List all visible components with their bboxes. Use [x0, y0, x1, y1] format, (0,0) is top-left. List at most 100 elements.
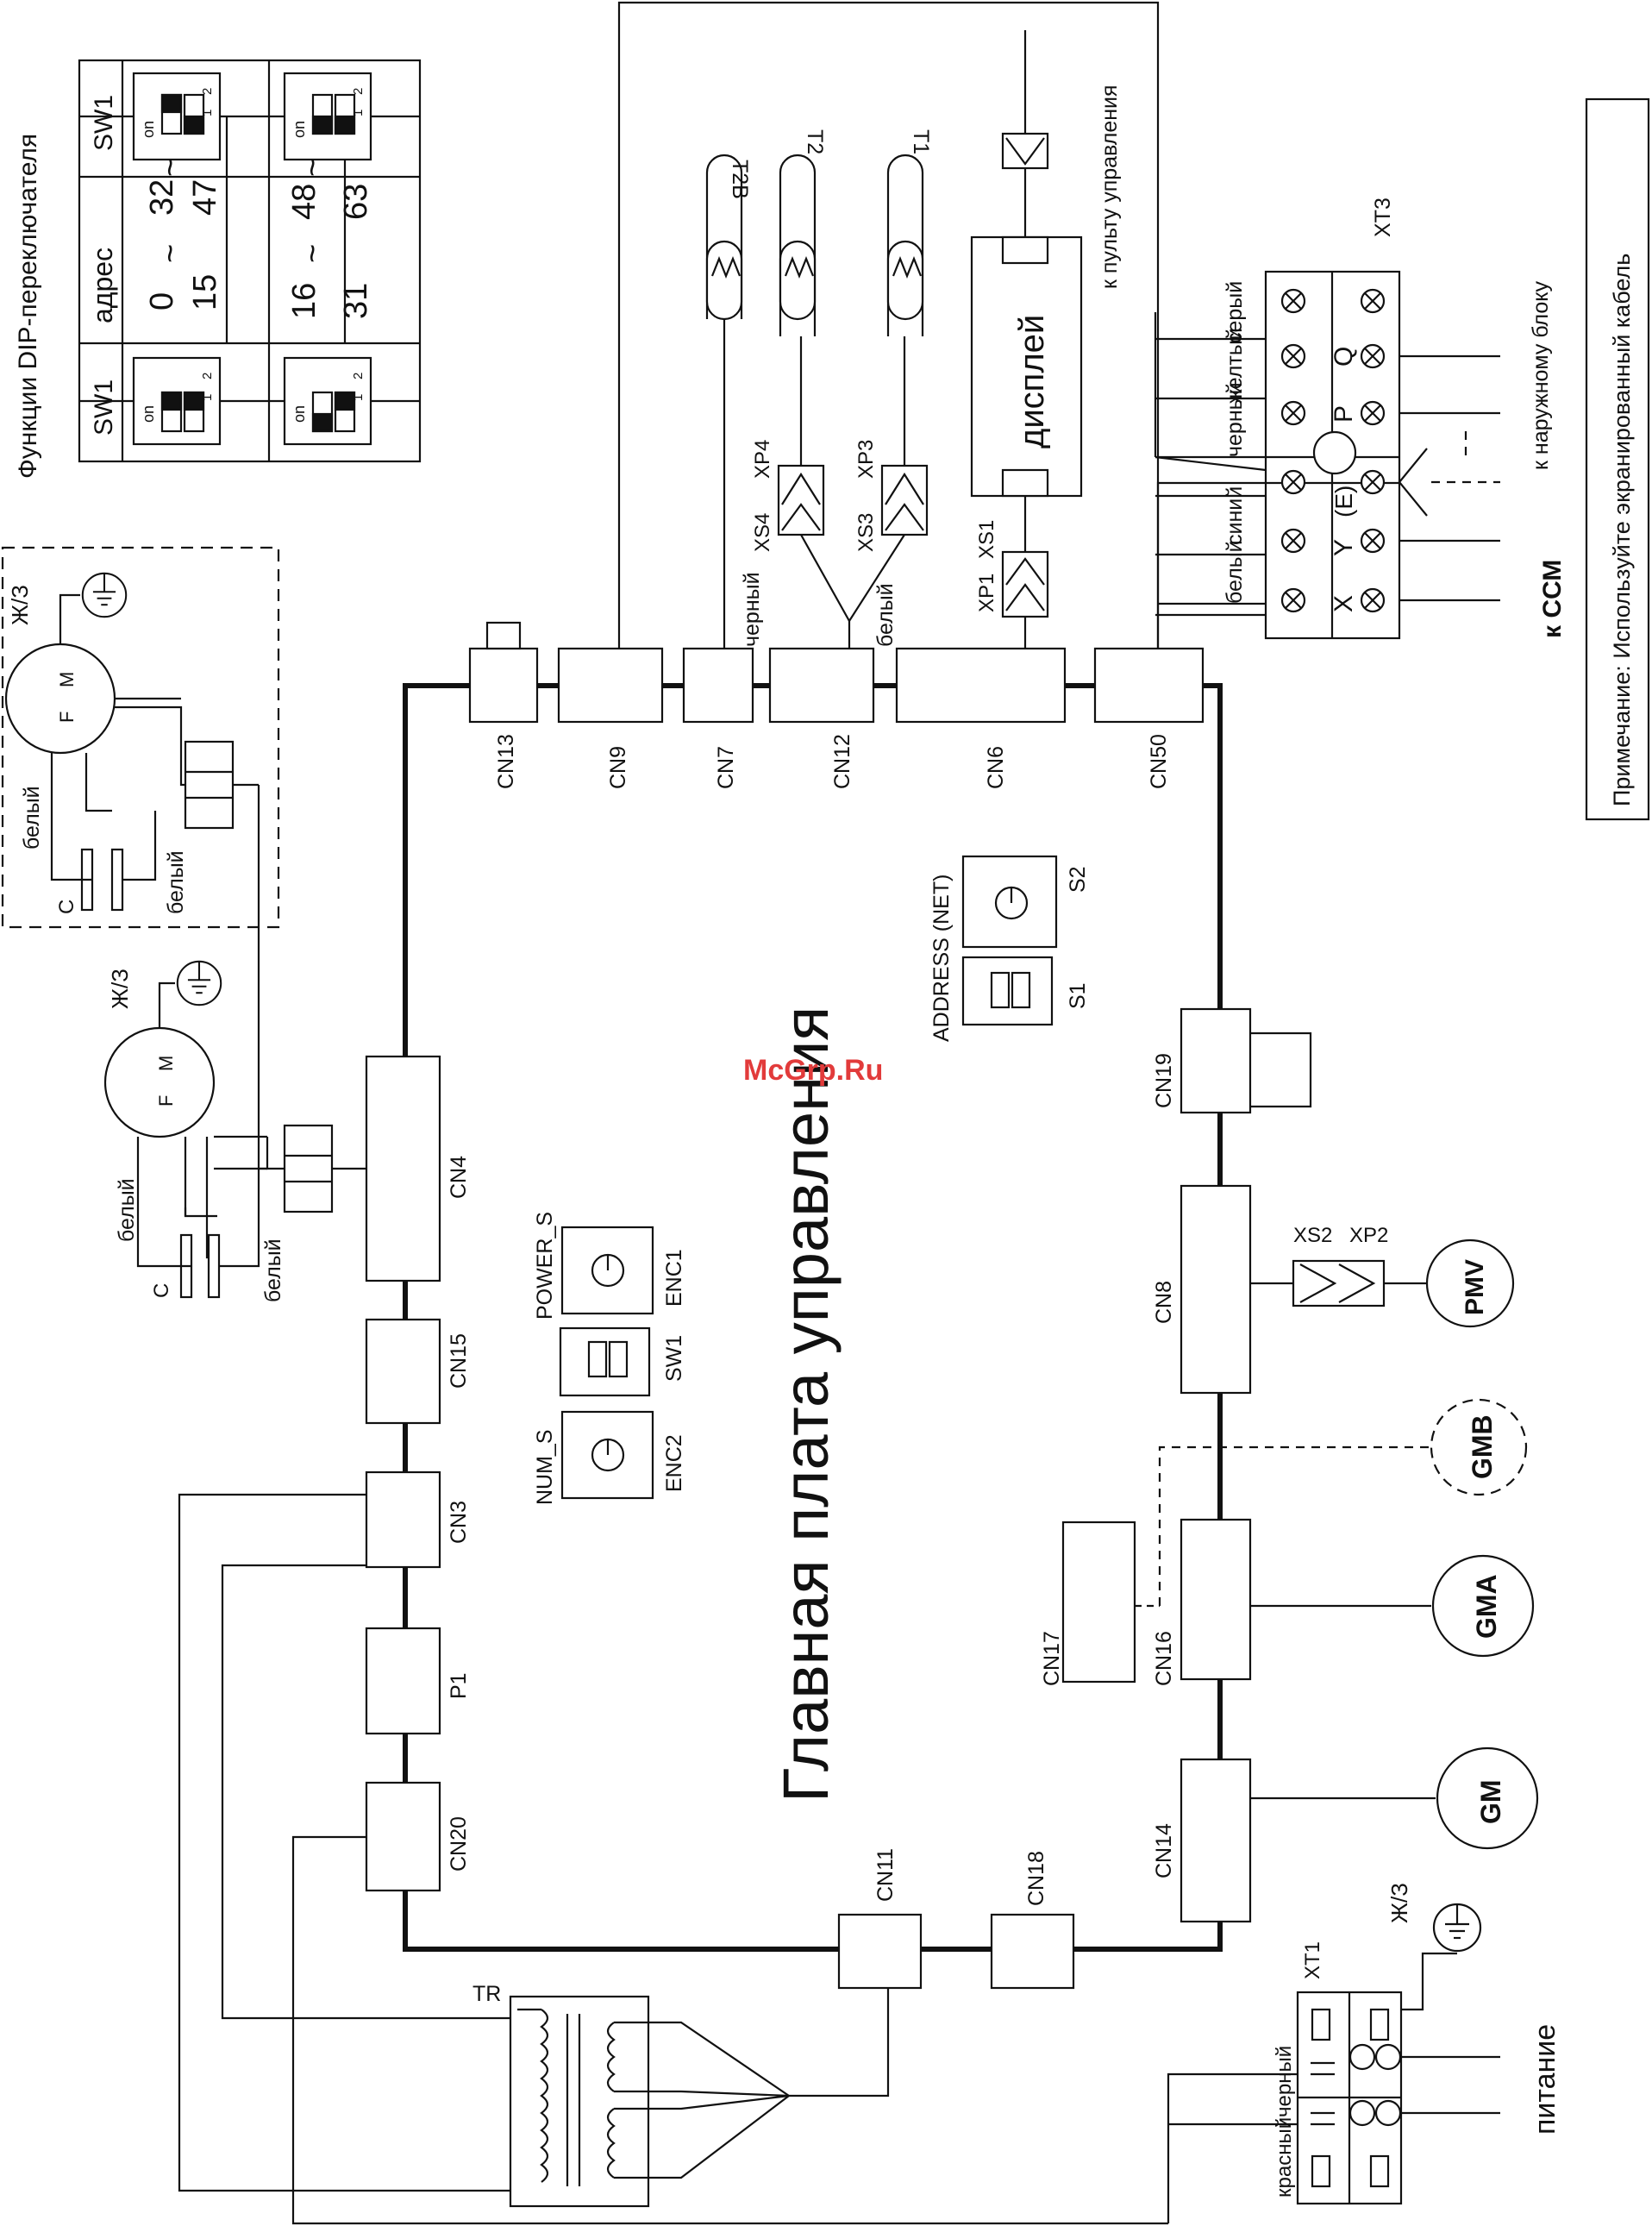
svg-text:CN13: CN13: [494, 734, 518, 789]
svg-text:ENC1: ENC1: [662, 1249, 686, 1307]
svg-text:XS2: XS2: [1293, 1224, 1332, 1247]
fan-motor-2: F M Ж/З C белый белый: [103, 960, 366, 1302]
note-box: [1585, 97, 1650, 821]
svg-text:P: P: [1330, 405, 1358, 423]
svg-text:CN18: CN18: [1024, 1851, 1048, 1906]
svg-text:T1: T1: [909, 129, 933, 154]
svg-text:CN14: CN14: [1152, 1823, 1176, 1878]
svg-text:CN7: CN7: [714, 746, 738, 789]
connector-cn19: CN19: [1152, 1007, 1312, 1114]
svg-text:T2: T2: [803, 129, 827, 154]
power-s-switch-group: POWER_S ENC1 SW1 NUM_S ENC2: [533, 1212, 686, 1505]
svg-text:Ж/З: Ж/З: [107, 969, 133, 1009]
svg-text:CN8: CN8: [1152, 1281, 1176, 1324]
address-net-switch-group: ADDRESS (NET) S2 S1: [929, 855, 1090, 1042]
sensor-t2: T2 XP4 XS4: [751, 129, 827, 552]
svg-text:S2: S2: [1066, 866, 1090, 893]
to-remote-label: к пульту управления: [1098, 85, 1122, 289]
svg-text:0: 0: [144, 292, 180, 310]
connector-cn14: CN14: [1152, 1758, 1252, 1923]
connector-cn50: CN50: [1093, 647, 1205, 789]
svg-text:on: on: [140, 405, 157, 423]
shielded-cable-note: Примечание: Используйте экранированный к…: [1609, 254, 1635, 806]
dip-icon-4: on 1 2: [283, 72, 372, 161]
dip-icon-2: on 1 2: [283, 356, 372, 446]
s2-rotary-switch[interactable]: [961, 855, 1058, 949]
svg-text:~: ~: [153, 158, 189, 177]
svg-text:Функции DIP-переключателя: Функции DIP-переключателя: [14, 134, 42, 479]
svg-text:2: 2: [200, 88, 215, 95]
svg-text:on: on: [291, 121, 308, 138]
connector-cn7: CN7: [682, 647, 754, 789]
svg-text:C: C: [55, 900, 78, 914]
svg-text:белый: белый: [873, 583, 898, 647]
svg-text:TR: TR: [472, 1982, 501, 2006]
svg-text:1: 1: [351, 394, 366, 401]
terminal-block-xt3: Q P (E) Y X XT3: [1264, 198, 1401, 640]
svg-text:(E): (E): [1330, 486, 1357, 517]
svg-text:CN16: CN16: [1152, 1631, 1176, 1686]
svg-text:белый: белый: [1223, 540, 1247, 604]
svg-text:XT3: XT3: [1371, 198, 1395, 237]
svg-text:синий: синий: [1223, 486, 1247, 545]
svg-text:CN9: CN9: [606, 746, 630, 789]
plug-xp4-xs4: [777, 464, 825, 536]
svg-text:белый: белый: [20, 786, 44, 850]
svg-text:XT1: XT1: [1301, 1941, 1324, 1979]
connector-p1: P1: [365, 1627, 471, 1735]
svg-text:XP3: XP3: [854, 440, 878, 479]
svg-text:~: ~: [295, 244, 331, 263]
svg-text:Q: Q: [1330, 347, 1358, 367]
connector-cn16: CN16: [1152, 1518, 1252, 1686]
svg-text:желтый: желтый: [1223, 328, 1247, 404]
transformer-tr: TR: [472, 1982, 650, 2208]
svg-text:XP2: XP2: [1349, 1224, 1388, 1247]
svg-text:31: 31: [338, 283, 374, 319]
terminal-block-xt1: XT1: [1296, 1941, 1403, 2205]
svg-text:F: F: [56, 712, 78, 723]
sensor-t2b: T2B: [705, 154, 752, 649]
svg-text:Ж/З: Ж/З: [7, 585, 33, 625]
svg-text:черный: черный: [1223, 382, 1247, 457]
svg-text:CN50: CN50: [1147, 734, 1171, 789]
svg-text:SW1: SW1: [90, 95, 118, 151]
svg-text:CN3: CN3: [447, 1501, 471, 1544]
svg-text:T2B: T2B: [728, 160, 752, 199]
svg-text:дисплей: дисплей: [1013, 315, 1051, 448]
svg-text:F: F: [155, 1095, 177, 1107]
watermark: McGrp.Ru: [743, 1054, 883, 1087]
main-board-title: Главная плата управления: [770, 1006, 842, 1803]
svg-text:к ССМ: к ССМ: [1538, 560, 1567, 638]
svg-text:CN15: CN15: [447, 1333, 471, 1389]
svg-text:CN17: CN17: [1040, 1631, 1064, 1686]
svg-text:63: 63: [338, 184, 374, 220]
svg-text:~: ~: [153, 244, 189, 263]
connector-cn3: CN3: [365, 1470, 471, 1569]
dip-function-table: Функции DIP-переключателя SW1 адрес SW1 …: [14, 59, 422, 479]
gmb-motor: [1430, 1398, 1528, 1496]
svg-text:белый: белый: [115, 1178, 139, 1242]
svg-text:серый: серый: [1223, 281, 1247, 343]
svg-text:1: 1: [200, 110, 215, 116]
svg-text:C: C: [150, 1283, 173, 1298]
svg-text:ENC2: ENC2: [662, 1434, 686, 1492]
svg-text:CN20: CN20: [447, 1816, 471, 1872]
svg-text:SW1: SW1: [662, 1335, 686, 1382]
connector-cn9: CN9: [557, 647, 664, 789]
dip-icon-3: on 1 2: [132, 72, 222, 161]
svg-text:15: 15: [187, 274, 223, 310]
svg-text:2: 2: [200, 373, 215, 379]
connector-cn6: CN6: [895, 647, 1067, 789]
connector-cn20: CN20: [365, 1781, 471, 1892]
connector-cn4: CN4: [365, 1055, 471, 1282]
connector-cn17: CN17: [1040, 1521, 1136, 1686]
svg-text:~: ~: [295, 158, 331, 177]
svg-text:P1: P1: [447, 1672, 471, 1699]
svg-text:16: 16: [286, 283, 322, 319]
svg-text:ADDRESS (NET): ADDRESS (NET): [929, 875, 954, 1042]
svg-text:XS1: XS1: [975, 520, 998, 559]
svg-text:адрес: адрес: [87, 248, 118, 323]
connector-cn13: CN13: [468, 621, 539, 789]
dip-icon-1: on 1 2: [132, 356, 222, 446]
